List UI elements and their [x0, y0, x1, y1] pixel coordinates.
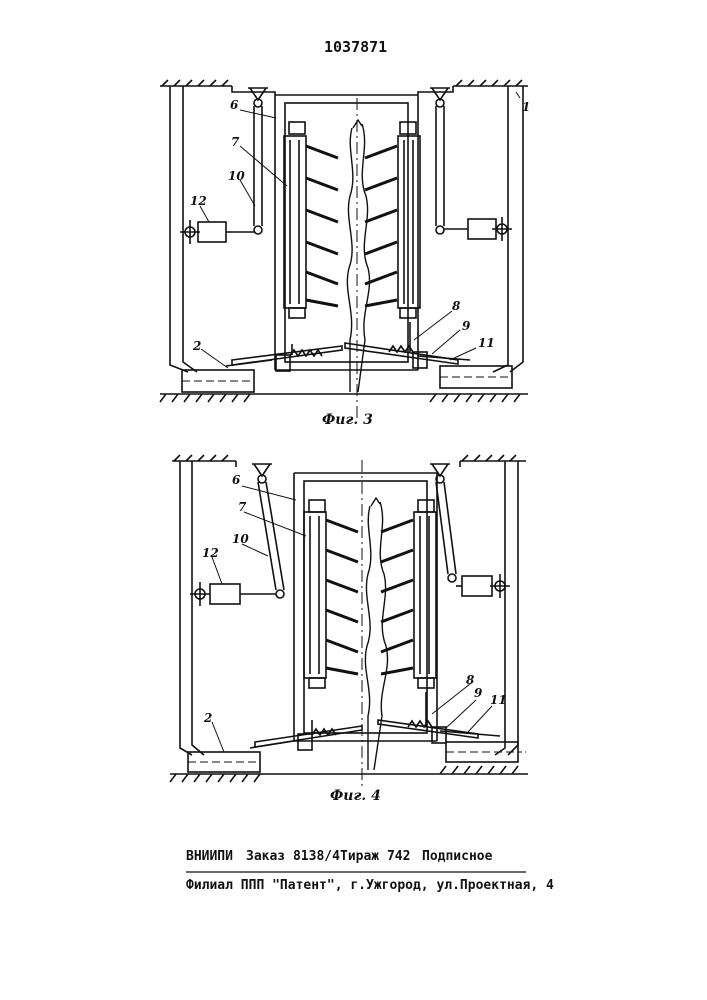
- patent-number: 1037871: [324, 38, 387, 56]
- label-9: 9: [474, 686, 483, 700]
- label-6: 6: [232, 473, 241, 487]
- bottom-arm-8-left: [250, 720, 362, 750]
- label-6: 6: [230, 98, 239, 112]
- top-pivot-left: [252, 464, 272, 483]
- label-10: 10: [228, 169, 245, 183]
- lever-10-right: [436, 482, 456, 582]
- label-7: 7: [238, 500, 247, 514]
- ceiling-hatch: [160, 80, 528, 86]
- footer-publisher: Филиал ППП "Патент", г.Ужгород, ул.Проек…: [186, 878, 554, 893]
- housing-frame: [180, 461, 518, 755]
- label-12: 12: [190, 194, 207, 208]
- label-7: 7: [231, 135, 240, 149]
- label-11: 11: [490, 693, 507, 707]
- figure-4: [170, 455, 528, 790]
- cylinder-12-right: [444, 217, 512, 241]
- label-2: 2: [203, 711, 212, 725]
- lever-10-left: [258, 482, 284, 598]
- bottom-arm-8-left: [226, 344, 342, 371]
- plant-stem: [365, 498, 387, 770]
- footer-org: ВНИИПИ: [186, 849, 233, 864]
- roll-7-right: [414, 500, 436, 688]
- ground-hatch: [170, 766, 528, 782]
- label-8: 8: [466, 673, 475, 687]
- figure-3-caption: Фиг. 3: [322, 412, 373, 428]
- roll-7-left: [304, 500, 326, 688]
- label-1: 1: [522, 100, 530, 114]
- label-8: 8: [452, 299, 461, 313]
- label-2: 2: [192, 339, 201, 353]
- roll-7-left: [284, 122, 306, 318]
- footer-order: Заказ 8138/4: [246, 849, 340, 864]
- brush-slats: [306, 146, 397, 306]
- label-12: 12: [202, 546, 219, 560]
- rail-block-2-right: [446, 742, 526, 762]
- lever-10-left: [254, 106, 262, 234]
- footer-signed: Подписное: [422, 849, 493, 864]
- ground-hatch: [160, 394, 528, 402]
- rail-block-2-right: [440, 366, 512, 388]
- ceiling-hatch: [172, 455, 526, 461]
- figure-4-caption: Фиг. 4: [330, 788, 381, 804]
- footer-print-run: Тираж 742: [340, 849, 410, 864]
- roll-7-right: [398, 122, 420, 318]
- label-11: 11: [478, 336, 495, 350]
- label-9: 9: [462, 319, 471, 333]
- top-pivot-right: [430, 88, 450, 107]
- figure-3: [160, 80, 528, 420]
- label-10: 10: [232, 532, 249, 546]
- rail-block-2-left: [182, 370, 254, 392]
- cylinder-12-right: [456, 574, 510, 598]
- cylinder-12-left: [190, 582, 276, 606]
- lever-10-right: [436, 106, 444, 234]
- cylinder-12-left: [180, 220, 254, 244]
- rail-block-2-left: [188, 752, 260, 772]
- imprint-footer: ВНИИПИ Заказ 8138/4 Тираж 742 Подписное …: [186, 849, 554, 893]
- leader-lines: [200, 92, 520, 368]
- top-pivot-left: [248, 88, 268, 107]
- carriage-frame-6: [294, 473, 437, 741]
